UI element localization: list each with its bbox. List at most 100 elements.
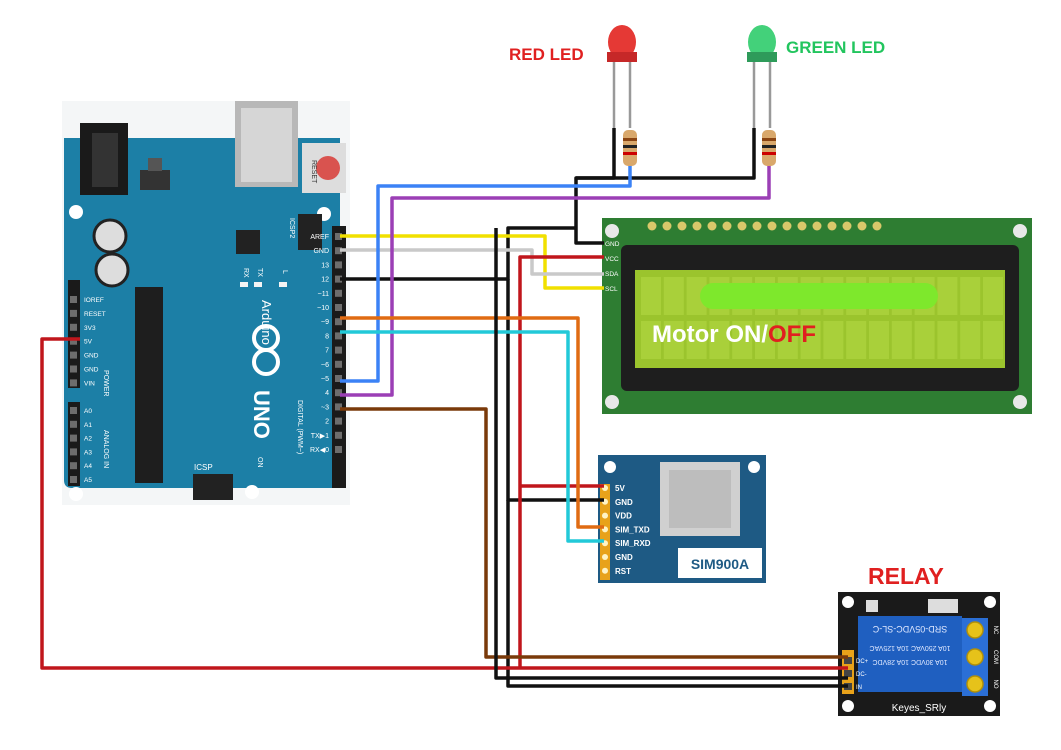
usb-chip	[236, 230, 260, 254]
lcd-hole-2	[1013, 224, 1027, 238]
relay-hole-4	[984, 700, 996, 712]
lcd-pad	[767, 221, 777, 231]
wire-5v-relay	[40, 337, 848, 670]
lcd-char-cell	[732, 321, 753, 359]
lcd-char-cell	[937, 321, 958, 359]
sim-pin-5v: 5V	[615, 484, 625, 493]
digital-pin-6: ~6	[321, 362, 329, 369]
lcd-char-cell	[983, 277, 1003, 315]
power-pin-gnd: GND	[84, 367, 99, 374]
relay-body	[858, 616, 962, 692]
green-led-label: GREEN LED	[786, 38, 885, 57]
sim-pin-rst: RST	[615, 567, 631, 576]
sim-module-name: SIM900A	[691, 556, 749, 572]
digital-pin-socket	[335, 360, 342, 368]
analog-pin-socket	[70, 420, 77, 428]
lcd-pad	[782, 221, 792, 231]
relay-pin-socket	[844, 657, 852, 664]
lcd-text-off: OFF	[768, 321, 816, 348]
relay-terminal-nc: NC	[992, 626, 998, 635]
relay-pin-socket	[844, 670, 852, 677]
lcd-pad	[647, 221, 657, 231]
power-pin-vin: VIN	[84, 380, 95, 387]
wire-pin10-sim-rxd	[340, 330, 604, 543]
analog-pin-socket	[70, 448, 77, 456]
digital-pin-12: 12	[321, 277, 329, 284]
power-pin-socket	[70, 379, 77, 387]
analog-pin-a5: A5	[84, 477, 92, 484]
sim-pin-sim-txd: SIM_TXD	[615, 525, 650, 534]
lcd-char-cell	[709, 321, 730, 359]
analog-pin-a3: A3	[84, 449, 92, 456]
relay-screw-3	[966, 675, 984, 693]
lcd-pad	[842, 221, 852, 231]
relay-label: RELAY	[868, 563, 944, 589]
power-label: POWER	[102, 370, 109, 396]
relay-terminal-com: COM	[992, 650, 998, 664]
wire-sda	[340, 248, 604, 276]
digital-pin-socket	[335, 332, 342, 340]
green-led-rim	[747, 52, 777, 62]
relay-resistor	[866, 600, 878, 612]
wire-pin11-sim-txd	[340, 316, 604, 529]
power-pin-socket	[70, 309, 77, 317]
digital-label: DIGITAL (PWM~)	[296, 400, 303, 454]
l-led	[279, 282, 287, 287]
power-pin-gnd: GND	[84, 353, 99, 360]
wire-5v-lcd	[518, 255, 604, 668]
reset-label: RESET	[310, 160, 317, 184]
relay-screw-1	[966, 621, 984, 639]
lcd-char-cell	[800, 321, 821, 359]
digital-pin-socket	[335, 289, 342, 297]
analog-pin-socket	[70, 462, 77, 470]
arduino-model: UNO	[249, 390, 274, 439]
lcd-pad	[662, 221, 672, 231]
lcd-text-motor-on: Motor ON/	[652, 321, 768, 348]
power-pin-ioref: IOREF	[84, 297, 104, 304]
capacitor-1	[92, 218, 128, 254]
analog-pin-a0: A0	[84, 408, 92, 415]
analog-pin-a2: A2	[84, 436, 92, 443]
digital-pin-10: ~10	[317, 305, 329, 312]
lcd-char-cell	[937, 277, 958, 315]
lcd-pad	[677, 221, 687, 231]
power-pin-reset: RESET	[84, 311, 106, 318]
analog-header	[68, 402, 80, 486]
sim-pin-vdd: VDD	[615, 512, 632, 521]
capacitor-2	[94, 252, 130, 288]
mount-hole-3	[69, 487, 83, 501]
arduino-uno-board: RESET ICSP2 ICSP TX RX L ON Arduino UNO …	[62, 101, 350, 505]
lcd-pad	[737, 221, 747, 231]
icsp-label: ICSP	[194, 463, 213, 472]
wire-pin7-red-led	[340, 166, 632, 383]
lcd-hole-1	[605, 224, 619, 238]
rx-led-label: RX	[242, 268, 249, 278]
power-pin-socket	[70, 296, 77, 303]
lcd-char-cell	[891, 321, 912, 359]
digital-pin-socket	[335, 417, 342, 425]
wire-gnd-arduino	[340, 226, 576, 281]
sim-pin-gnd: GND	[615, 498, 633, 507]
red-led	[607, 25, 637, 128]
sim-pin-gnd: GND	[615, 553, 633, 562]
lcd-pad	[707, 221, 717, 231]
sim-card-inner	[669, 470, 731, 528]
lcd-pad	[692, 221, 702, 231]
wire-scl	[340, 234, 604, 290]
relay-pin-in: IN	[856, 685, 862, 691]
lcd-pin-gnd: GND	[605, 241, 620, 248]
power-pin-3v3: 3V3	[84, 325, 96, 332]
tx-led-label: TX	[256, 268, 263, 277]
tx-led	[254, 282, 262, 287]
digital-pin-3: ~3	[321, 404, 329, 411]
digital-pin-socket	[335, 261, 342, 269]
lcd-char-cell	[846, 321, 867, 359]
digital-pin-socket	[335, 275, 342, 283]
power-pin-socket	[70, 365, 77, 373]
digital-pin-11: ~11	[318, 291, 329, 298]
wiring	[40, 128, 848, 688]
analog-pin-socket	[70, 407, 77, 414]
